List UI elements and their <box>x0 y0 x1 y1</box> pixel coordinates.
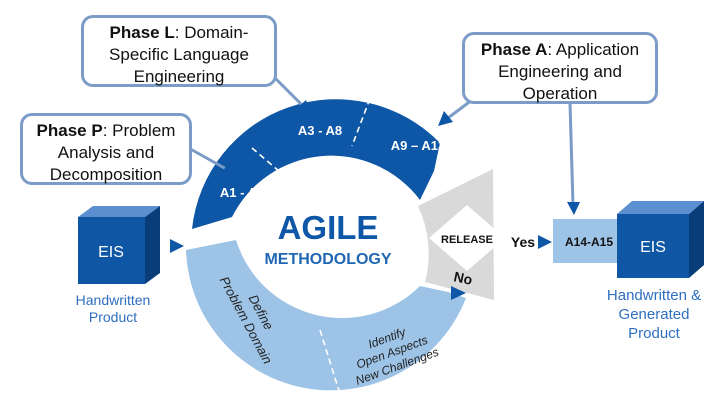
callout-arrow <box>184 144 229 172</box>
segment-label-a1: A1 - A2 <box>220 185 264 200</box>
left-cube-front <box>78 217 145 284</box>
segment-label-a9: A9 – A13 <box>391 138 445 153</box>
arrow-head <box>438 111 453 126</box>
phase-l-callout: Phase L: Domain-Specific Language Engine… <box>81 15 277 87</box>
center-subtitle: METHODOLOGY <box>264 251 391 268</box>
left-caption-line2: Product <box>88 309 138 325</box>
arc-divider <box>319 329 341 395</box>
phase-a-title: Phase A <box>480 40 548 59</box>
right-product-caption: Handwritten & Generated Product <box>596 286 712 343</box>
left-cube-label: EIS <box>98 244 124 261</box>
phase-l-title: Phase L <box>109 23 175 42</box>
release-label: RELEASE <box>441 234 493 246</box>
callout-arrow <box>273 76 304 107</box>
light-arc-segment <box>186 240 466 391</box>
phase-p-title: Phase P <box>36 121 103 140</box>
arrow-head <box>296 100 311 114</box>
center-title: AGILE <box>278 209 379 246</box>
right-cube-top <box>617 201 704 214</box>
no-triangle <box>451 286 466 300</box>
yes-label: Yes <box>511 234 535 250</box>
phase-p-callout: Phase P: Problem Analysis and Decomposit… <box>20 113 192 185</box>
release-diamond <box>429 205 505 271</box>
right-caption-line3: Product <box>628 325 680 342</box>
right-caption-line2: Generated <box>618 306 690 323</box>
arrow-head <box>567 202 580 215</box>
arc-divider <box>351 79 378 147</box>
right-cube-front <box>617 214 689 278</box>
dark-arc-segment <box>192 99 440 230</box>
left-caption-line1: Handwritten <box>75 292 151 308</box>
step-box <box>553 219 625 263</box>
right-caption-line1: Handwritten & <box>606 287 702 304</box>
right-cube-label: EIS <box>640 239 666 256</box>
segment-label-a3: A3 - A8 <box>298 123 342 138</box>
phase-l-text: : Domain-Specific Language Engineering <box>109 23 249 86</box>
yes-triangle <box>538 235 552 249</box>
step-box-label: A14-A15 <box>565 235 613 249</box>
flow-triangle <box>170 239 184 253</box>
phase-a-callout: Phase A: Application Engineering and Ope… <box>462 32 658 104</box>
phase-a-text: : Application Engineering and Operation <box>498 40 640 103</box>
left-cube-side <box>145 206 160 284</box>
right-cube-side <box>689 201 704 278</box>
left-product-caption: Handwritten Product <box>58 292 168 326</box>
phase-p-text: : Problem Analysis and Decomposition <box>49 121 176 184</box>
arrow-head <box>222 161 238 176</box>
no-label: No <box>452 268 474 288</box>
left-cube-top <box>78 206 160 217</box>
callout-arrow <box>568 102 575 206</box>
